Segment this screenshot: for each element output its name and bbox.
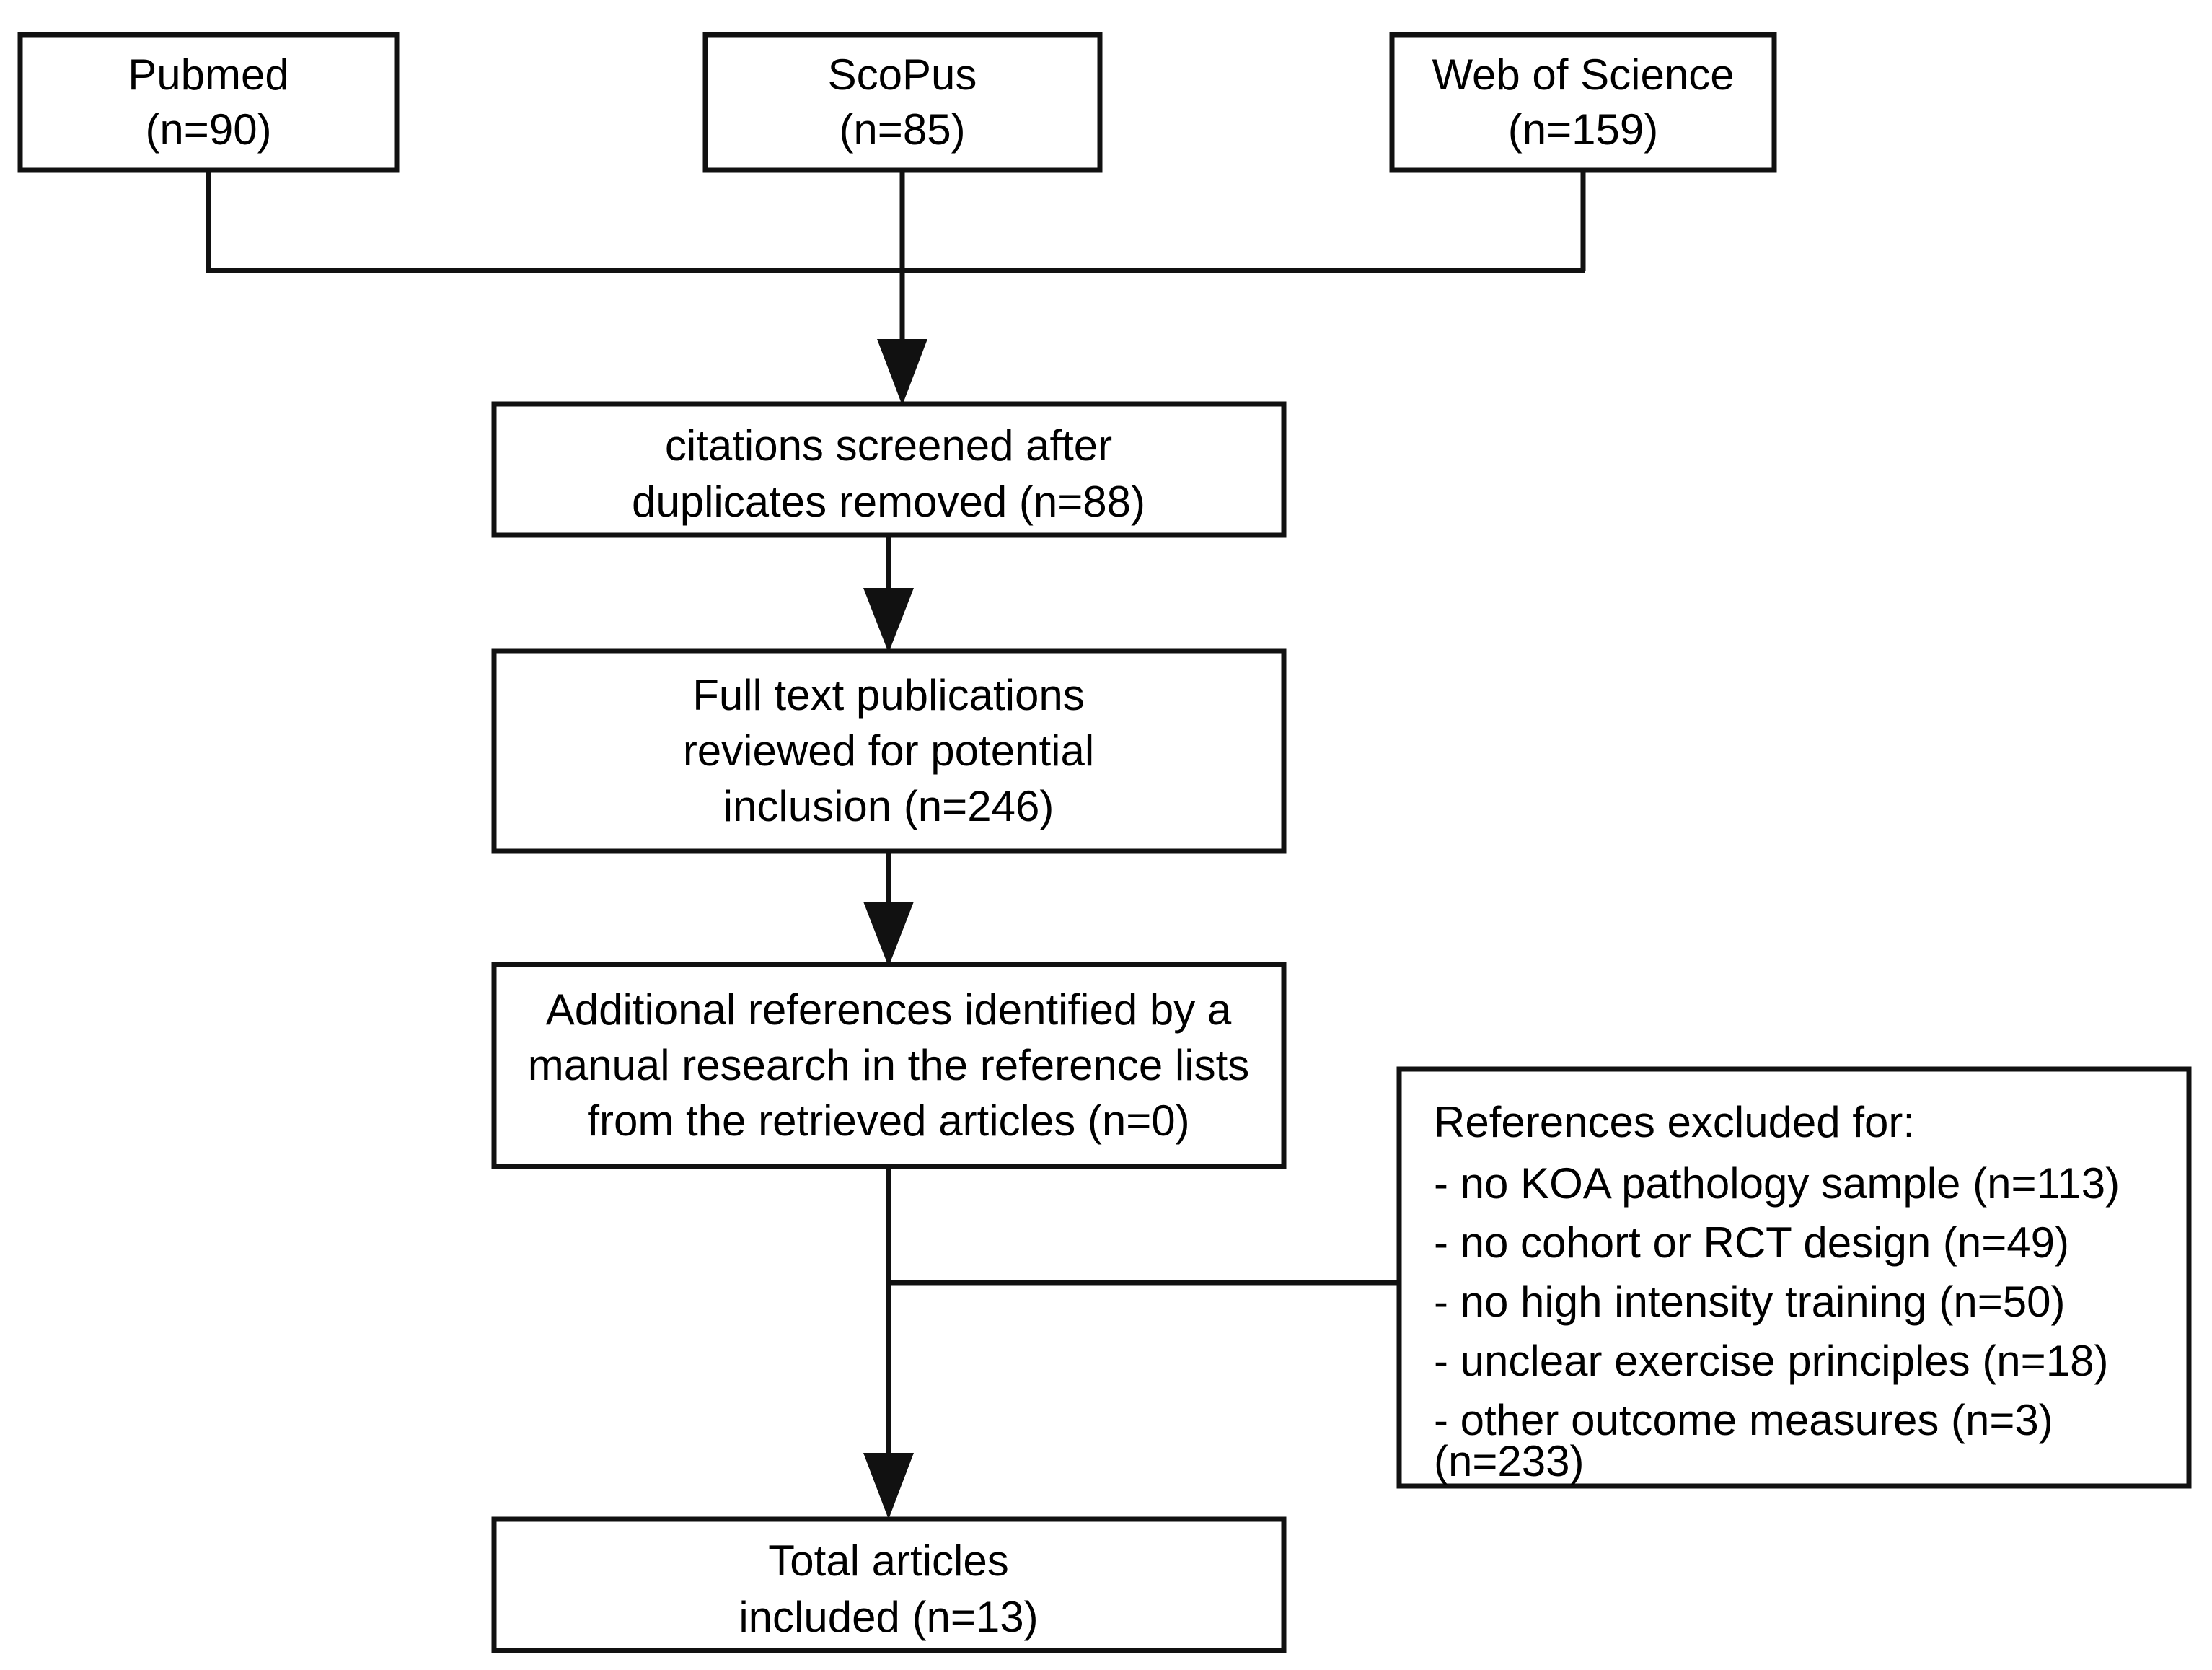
- screened-line-2: duplicates removed (n=88): [632, 478, 1145, 526]
- node-references-excluded: [1396, 1066, 2192, 1489]
- wos-name: Web of Science: [1432, 50, 1734, 99]
- total-line-2: included (n=13): [739, 1593, 1038, 1641]
- node-additional-references: [491, 962, 1287, 1169]
- node-full-text-publications: [491, 648, 1287, 854]
- node-total-articles: [491, 1516, 1287, 1653]
- arrowhead-to-total: [863, 1453, 914, 1519]
- excluded-total: (n=233): [1434, 1437, 1584, 1485]
- screened-line-1: citations screened after: [665, 421, 1112, 470]
- excluded-reason-2: - no cohort or RCT design (n=49): [1434, 1218, 2069, 1267]
- arrowhead-to-screened: [877, 339, 927, 405]
- pubmed-name: Pubmed: [128, 50, 288, 99]
- node-citations-screened: [491, 401, 1287, 538]
- excluded-reason-3: - no high intensity training (n=50): [1434, 1278, 2066, 1326]
- excluded-reason-4: - unclear exercise principles (n=18): [1434, 1337, 2108, 1385]
- total-line-1: Total articles: [768, 1537, 1008, 1585]
- excluded-reason-1: - no KOA pathology sample (n=113): [1434, 1159, 2120, 1208]
- additional-line-3: from the retrieved articles (n=0): [587, 1097, 1189, 1145]
- node-web-of-science: [1389, 32, 1777, 173]
- fulltext-line-1: Full text publications: [692, 671, 1085, 719]
- arrowhead-to-additional: [863, 902, 914, 967]
- additional-line-1: Additional references identified by a: [546, 985, 1232, 1034]
- fulltext-line-2: reviewed for potential: [683, 726, 1094, 775]
- wos-count: (n=159): [1508, 105, 1658, 154]
- additional-line-2: manual research in the reference lists: [528, 1041, 1250, 1089]
- arrowhead-to-fulltext: [863, 588, 914, 653]
- excluded-reason-5: - other outcome measures (n=3): [1434, 1396, 2053, 1444]
- scopus-count: (n=85): [839, 105, 965, 154]
- fulltext-line-3: inclusion (n=246): [723, 782, 1054, 830]
- excluded-heading: References excluded for:: [1434, 1098, 1915, 1146]
- scopus-name: ScoPus: [828, 50, 977, 99]
- node-pubmed: [17, 32, 400, 173]
- node-scopus: [702, 32, 1103, 173]
- pubmed-count: (n=90): [145, 105, 271, 154]
